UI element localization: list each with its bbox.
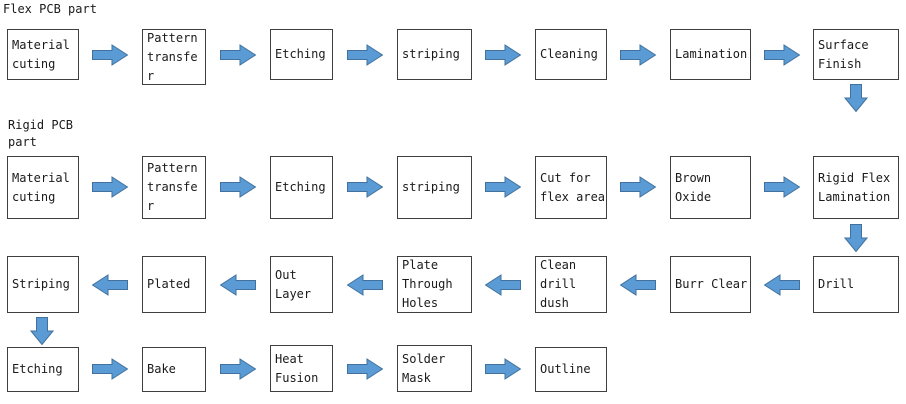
node-flex-surface-finish: Surface Finish [813,29,899,80]
arrow-left-icon [91,274,128,296]
node-burr-clear: Burr Clear [670,256,751,313]
arrow-down-icon [843,84,869,113]
node-solder-mask: Solder Mask [397,345,472,392]
node-bake: Bake [142,347,206,392]
node-clean-drill-dush: Clean drill dush [535,256,607,313]
arrow-right-icon [220,358,257,380]
arrow-left-icon [619,274,656,296]
node-plated: Plated [142,256,206,313]
node-drill: Drill [813,256,899,313]
node-flex-material-cuting: Material cuting [7,29,79,80]
node-label: Burr Clear [675,277,748,291]
node-label: Lamination [675,47,748,61]
node-flex-cleaning: Cleaning [535,29,607,80]
node-rigid-material-cuting: Material cuting [7,156,79,219]
node-rigid-flex-lamination: Rigid Flex Lamination [813,156,899,219]
arrow-right-icon [220,44,257,66]
node-label: Drill [818,277,855,291]
arrow-right-icon [92,44,129,66]
node-label: Pattern transfe r [147,161,198,213]
arrow-down-icon [843,224,869,253]
arrow-down-icon [29,317,55,346]
arrow-right-icon [347,358,384,380]
node-label: Plated [147,277,191,291]
node-label: Cleaning [540,47,598,61]
node-label: Plate Through Holes [402,258,453,310]
node-label: Etching [275,180,326,194]
arrow-left-icon [484,274,521,296]
node-rigid-pattern-transfer: Pattern transfe r [142,156,206,219]
node-label: striping [402,47,460,61]
node-striping: Striping [7,256,79,313]
node-rigid-etching: Etching [270,156,333,219]
node-label: Rigid Flex Lamination [818,170,891,204]
arrow-right-icon [485,44,522,66]
node-rigid-striping: striping [397,156,472,219]
node-label: Cut for flex area [540,170,606,204]
node-label: Material cuting [12,170,70,204]
arrow-right-icon [764,44,801,66]
node-label: Outline [540,362,591,376]
node-label: Out Layer [275,267,312,301]
node-cut-for-flex-area: Cut for flex area [535,156,607,219]
node-label: Pattern transfe r [147,30,198,83]
node-flex-etching: Etching [270,29,333,80]
arrow-right-icon [92,176,129,198]
arrow-right-icon [347,176,384,198]
arrow-right-icon [764,176,801,198]
arrow-right-icon [347,44,384,66]
arrow-left-icon [763,274,800,296]
node-outline: Outline [535,347,607,392]
arrow-right-icon [620,44,657,66]
node-label: Material cuting [12,37,70,71]
node-flex-lamination: Lamination [670,29,751,80]
node-label: Etching [275,47,326,61]
arrow-right-icon [92,358,129,380]
node-label: Striping [12,277,70,291]
node-label: Surface Finish [818,37,869,71]
node-label: striping [402,180,460,194]
node-label: Solder Mask [402,351,446,385]
node-out-layer: Out Layer [270,256,333,313]
flex-section-label: Flex PCB part [3,2,97,16]
node-label: Heat Fusion [275,351,319,385]
arrow-right-icon [220,176,257,198]
node-plate-through-holes: Plate Through Holes [397,256,472,313]
node-flex-pattern-transfer: Pattern transfe r [142,29,206,85]
arrow-right-icon [485,176,522,198]
rigid-section-label: Rigid PCB part [8,118,74,149]
arrow-right-icon [620,176,657,198]
node-etching-final: Etching [7,347,79,392]
arrow-right-icon [485,358,522,380]
node-label: Clean drill dush [540,258,577,310]
node-label: Etching [12,362,63,376]
arrow-left-icon [219,274,256,296]
node-brown-oxide: Brown Oxide [670,156,751,219]
arrow-left-icon [346,274,383,296]
node-flex-striping: striping [397,29,472,80]
node-heat-fusion: Heat Fusion [270,345,333,392]
node-label: Brown Oxide [675,170,712,204]
node-label: Bake [147,362,176,376]
